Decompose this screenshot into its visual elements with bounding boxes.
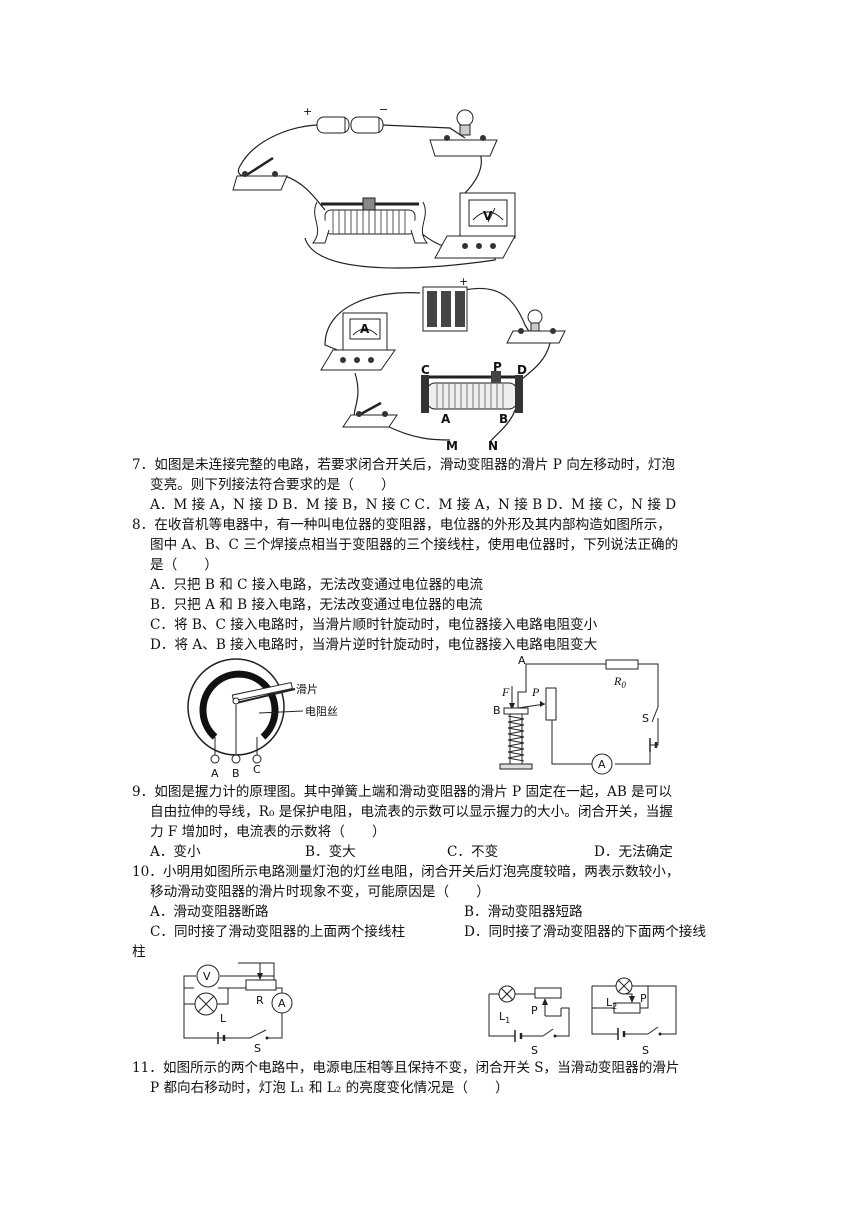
q10-option-b: B．滑动变阻器短路 (464, 904, 583, 920)
q7-line2: 变亮。则下列接法符合要求的是（ ） (150, 477, 395, 493)
switch-s-label: S (531, 1044, 538, 1056)
q9-option-a: A．变小 (150, 844, 201, 860)
q10-option-c: C．同时接了滑动变阻器的上面两个接线柱 (150, 924, 406, 940)
rheostat-r-label: R (256, 994, 264, 1007)
terminal-c: C (253, 763, 261, 776)
switch-s-label: S (642, 1044, 649, 1056)
rheostat-terminal-b: B (499, 412, 508, 426)
battery-icon (316, 116, 384, 134)
q8-option-c: C．将 B、C 接入电路时，当滑片顺时针旋动时，电位器接入电路电阻变小 (150, 617, 598, 633)
force-f-label: F (501, 685, 510, 699)
rheostat-terminal-c: C (421, 363, 430, 377)
q7-options: A．M 接 A，N 接 D B．M 接 B，N 接 C C．M 接 A，N 接 … (150, 497, 677, 513)
q9-option-d: D．无法确定 (594, 844, 673, 860)
resistor-r0-label: R0 (613, 674, 626, 690)
ammeter-icon (320, 312, 396, 371)
rheostat-terminal-d: D (517, 363, 527, 377)
q11-line1: 11．如图所示的两个电路中，电源电压相等且保持不变，闭合开关 S，当滑动变阻器的… (132, 1060, 680, 1076)
q9-line2: 自由拉伸的导线，R₀ 是保护电阻，电流表的示数可以显示握力的大小。闭合开关，当握 (150, 804, 673, 820)
q10-option-d-tail: 柱 (132, 944, 146, 960)
slider-label: 滑片 (296, 683, 318, 696)
terminal-b: B (232, 767, 240, 780)
q10-option-d: D．同时接了滑动变阻器的下面两个接线 (464, 924, 706, 940)
figure-grip-meter: A R0 S A P F B (493, 654, 660, 775)
figure-q10-circuit: V L R A S (183, 962, 293, 1053)
figure-q11-circuit-2: L2 P S (591, 977, 677, 1056)
q9-line3: 力 F 增加时，电流表的示数将（ ） (150, 824, 386, 840)
voltmeter-label: V (203, 970, 211, 983)
rheostat-slider-p: P (493, 360, 502, 374)
lamp-l1-label: L1 (499, 1010, 510, 1025)
figure-potentiometer: 滑片 电阻丝 A B C (187, 658, 338, 780)
point-a-label: A (518, 654, 526, 667)
battery-plus-label: + (303, 105, 312, 118)
rheostat-icon (311, 197, 429, 244)
battery-minus-label: − (379, 103, 388, 116)
lamp-l-label: L (220, 1012, 227, 1025)
q8-option-a: A．只把 B 和 C 接入电路，无法改变通过电位器的电流 (150, 577, 483, 593)
q8-line2: 图中 A、B、C 三个焊接点相当于变阻器的三个接线柱，使用电位器时，下列说法正确… (150, 537, 679, 553)
bulb-icon (506, 309, 566, 344)
figure-voltmeter-circuit: + − (232, 103, 516, 269)
switch-icon (342, 401, 398, 428)
resistance-wire-arc (199, 670, 279, 740)
battery-plus-label: + (459, 275, 468, 288)
battery-pack-icon (422, 286, 468, 332)
q11-line2: P 都向右移动时，灯泡 L₁ 和 L₂ 的亮度变化情况是（ ） (150, 1080, 509, 1096)
wire-label: 电阻丝 (305, 705, 338, 718)
q8-option-d: D．将 A、B 接入电路时，当滑片逆时针旋动时，电位器接入电路电阻变大 (150, 637, 598, 653)
wire-end-n: N (488, 439, 498, 453)
figure-q11-circuit-1: L1 P S (488, 985, 570, 1056)
switch-s-label: S (642, 712, 649, 725)
terminal-a: A (211, 767, 219, 780)
voltmeter-icon (434, 192, 516, 259)
q10-line2: 移动滑动变阻器的滑片时现象不变，可能原因是（ ） (150, 884, 490, 900)
q8-line3: 是（ ） (150, 557, 218, 573)
q9-option-b: B．变大 (305, 844, 356, 860)
slider-p-label: P (640, 992, 647, 1005)
q8-line1: 8．在收音机等电器中，有一种叫电位器的变阻器，电位器的外形及其内部构造如图所示， (132, 517, 671, 533)
ammeter-label: A (598, 758, 606, 771)
rheostat-icon (421, 371, 523, 413)
point-b-label: B (493, 704, 501, 717)
q8-option-b: B．只把 A 和 B 接入电路，无法改变通过电位器的电流 (150, 597, 483, 613)
wire-end-m: M (446, 439, 458, 453)
voltmeter-label: V (483, 209, 493, 223)
bulb-icon (429, 109, 498, 157)
rheostat-terminal-a: A (441, 412, 451, 426)
q9-line1: 9．如图是握力计的原理图。其中弹簧上端和滑动变阻器的滑片 P 固定在一起，AB … (132, 784, 672, 800)
q7-line1: 7．如图是未连接完整的电路，若要求闭合开关后，滑动变阻器的滑片 P 向左移动时，… (132, 457, 675, 473)
q10-option-a: A．滑动变阻器断路 (150, 904, 269, 920)
switch-icon (232, 156, 288, 191)
ammeter-label: A (360, 322, 370, 336)
slider-p-label: P (531, 685, 540, 699)
switch-s-label: S (254, 1042, 261, 1053)
q10-line1: 10．小明用如图所示电路测量灯泡的灯丝电阻，闭合开关后灯泡亮度较暗，两表示数较小… (132, 864, 680, 880)
lamp-l2-label: L2 (606, 996, 617, 1011)
slider-p-label: P (531, 1004, 538, 1017)
figure-ammeter-circuit: + A (320, 275, 566, 453)
q9-option-c: C．不变 (447, 844, 499, 860)
ammeter-label: A (278, 997, 286, 1010)
